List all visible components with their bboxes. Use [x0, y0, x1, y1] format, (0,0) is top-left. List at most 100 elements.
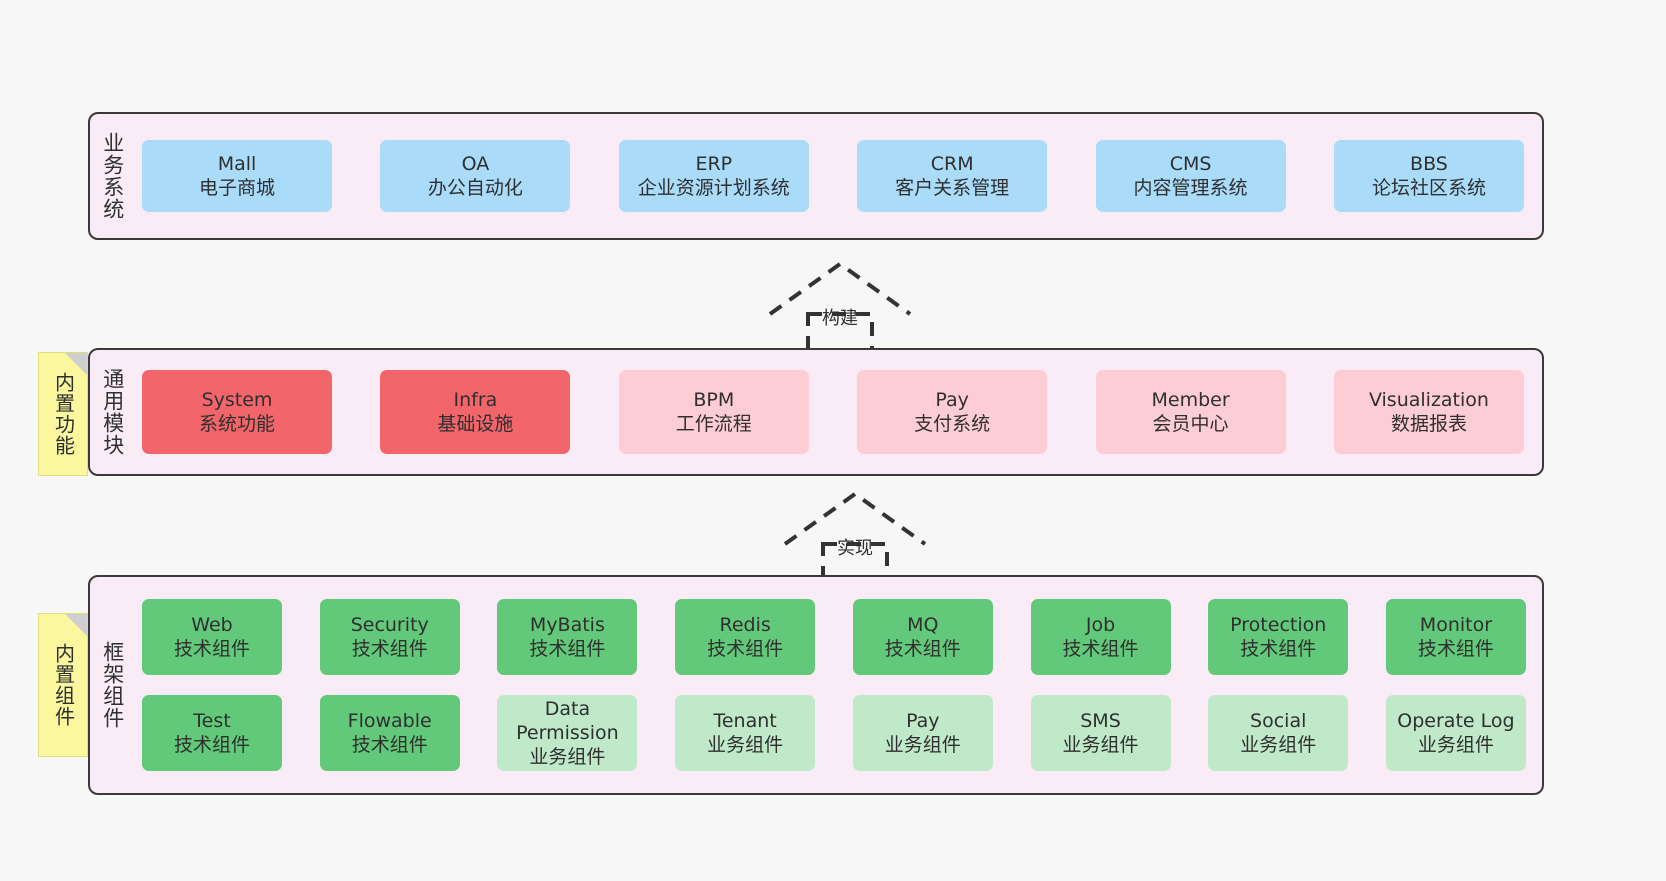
card-flowable-cn: 技术组件 — [351, 734, 428, 756]
card-infra[interactable]: Infra 基础设施 — [380, 370, 571, 454]
card-monitor[interactable]: Monitor 技术组件 — [1385, 599, 1526, 675]
card-operate-log-cn: 业务组件 — [1417, 734, 1494, 756]
card-infra-cn: 基础设施 — [437, 413, 514, 435]
card-pay-component[interactable]: Pay 业务组件 — [852, 695, 993, 771]
builtin-component-note: 内置组件 — [38, 613, 88, 757]
card-bbs-en: BBS — [1410, 152, 1448, 175]
card-pay-module-en: Pay — [935, 388, 969, 411]
card-mq[interactable]: MQ 技术组件 — [852, 599, 993, 675]
card-mall-en: Mall — [217, 152, 257, 175]
card-oa-cn: 办公自动化 — [427, 177, 523, 199]
builtin-function-note: 内置功能 — [38, 352, 88, 476]
card-redis-en: Redis — [719, 613, 771, 636]
card-cms-cn: 内容管理系统 — [1133, 177, 1248, 199]
card-mybatis-en: MyBatis — [529, 613, 605, 636]
card-job[interactable]: Job 技术组件 — [1030, 599, 1171, 675]
card-tenant[interactable]: Tenant 业务组件 — [675, 695, 816, 771]
card-sms[interactable]: SMS 业务组件 — [1030, 695, 1171, 771]
card-crm-en: CRM — [930, 152, 974, 175]
card-security-en: Security — [350, 613, 429, 636]
card-social-cn: 业务组件 — [1240, 734, 1317, 756]
card-sms-cn: 业务组件 — [1062, 734, 1139, 756]
layer-body-business: Mall 电子商城 OA 办公自动化 ERP 企业资源计划系统 CRM 客户关系… — [134, 114, 1542, 238]
card-visualization-en: Visualization — [1368, 388, 1489, 411]
note-fold-corner-icon — [65, 353, 87, 375]
realize-arrow: 实现 — [775, 488, 935, 584]
card-web[interactable]: Web 技术组件 — [142, 599, 282, 675]
card-tenant-cn: 业务组件 — [707, 734, 784, 756]
card-bbs[interactable]: BBS 论坛社区系统 — [1333, 140, 1524, 212]
framework-row-business: Test 技术组件 Flowable 技术组件 Data Permission … — [142, 695, 1526, 771]
layer-title-business: 业务系统 — [100, 132, 125, 220]
layer-body-framework: Web 技术组件 Security 技术组件 MyBatis 技术组件 Redi… — [134, 577, 1542, 793]
card-sms-en: SMS — [1080, 709, 1121, 732]
layer-title-common: 通用模块 — [100, 368, 125, 456]
card-social-en: Social — [1250, 709, 1307, 732]
card-data-permission-en: Data Permission — [516, 697, 619, 744]
card-erp-en: ERP — [695, 152, 733, 175]
card-cms-en: CMS — [1169, 152, 1212, 175]
card-protection-cn: 技术组件 — [1240, 638, 1317, 660]
card-system[interactable]: System 系统功能 — [142, 370, 332, 454]
card-job-en: Job — [1085, 613, 1116, 636]
card-test-en: Test — [193, 709, 231, 732]
card-data-permission[interactable]: Data Permission 业务组件 — [497, 695, 638, 771]
build-arrow: 构建 — [760, 258, 920, 354]
framework-row-tech: Web 技术组件 Security 技术组件 MyBatis 技术组件 Redi… — [142, 599, 1526, 675]
card-member-en: Member — [1151, 388, 1230, 411]
card-operate-log-en: Operate Log — [1397, 709, 1515, 732]
card-redis-cn: 技术组件 — [707, 638, 784, 660]
card-crm-cn: 客户关系管理 — [895, 177, 1010, 199]
card-social[interactable]: Social 业务组件 — [1208, 695, 1349, 771]
card-mq-en: MQ — [907, 613, 939, 636]
card-bpm-cn: 工作流程 — [675, 413, 752, 435]
card-protection-en: Protection — [1230, 613, 1327, 636]
layer-title-framework: 框架组件 — [100, 641, 125, 729]
layer-framework-component: 框架组件 Web 技术组件 Security 技术组件 MyBatis 技术组件 — [88, 575, 1544, 795]
card-pay-component-en: Pay — [906, 709, 940, 732]
card-web-en: Web — [191, 613, 233, 636]
card-data-permission-cn: 业务组件 — [529, 746, 606, 769]
card-monitor-cn: 技术组件 — [1417, 638, 1494, 660]
layer-common-module: 通用模块 System 系统功能 Infra 基础设施 BPM 工作流程 Pay… — [88, 348, 1544, 476]
card-test[interactable]: Test 技术组件 — [142, 695, 282, 771]
card-protection[interactable]: Protection 技术组件 — [1208, 599, 1349, 675]
card-system-cn: 系统功能 — [198, 413, 275, 435]
card-mall-cn: 电子商城 — [198, 177, 275, 199]
card-system-en: System — [201, 388, 273, 411]
card-oa[interactable]: OA 办公自动化 — [380, 140, 571, 212]
card-bpm[interactable]: BPM 工作流程 — [618, 370, 809, 454]
card-infra-en: Infra — [453, 388, 498, 411]
builtin-function-note-text: 内置功能 — [51, 372, 76, 456]
card-visualization-cn: 数据报表 — [1390, 413, 1467, 435]
card-flowable[interactable]: Flowable 技术组件 — [319, 695, 460, 771]
card-member[interactable]: Member 会员中心 — [1095, 370, 1286, 454]
card-oa-en: OA — [461, 152, 490, 175]
card-flowable-en: Flowable — [347, 709, 432, 732]
card-erp[interactable]: ERP 企业资源计划系统 — [618, 140, 809, 212]
card-pay-component-cn: 业务组件 — [884, 734, 961, 756]
card-mq-cn: 技术组件 — [884, 638, 961, 660]
card-visualization[interactable]: Visualization 数据报表 — [1333, 370, 1524, 454]
card-mall[interactable]: Mall 电子商城 — [142, 140, 332, 212]
note-fold-corner-icon — [65, 614, 87, 636]
card-operate-log[interactable]: Operate Log 业务组件 — [1385, 695, 1526, 771]
card-security-cn: 技术组件 — [351, 638, 428, 660]
realize-arrow-label: 实现 — [837, 538, 873, 559]
card-pay-module[interactable]: Pay 支付系统 — [857, 370, 1048, 454]
card-redis[interactable]: Redis 技术组件 — [675, 599, 816, 675]
card-bbs-cn: 论坛社区系统 — [1371, 177, 1486, 199]
card-security[interactable]: Security 技术组件 — [319, 599, 460, 675]
build-arrow-label: 构建 — [822, 308, 858, 329]
card-pay-module-cn: 支付系统 — [914, 413, 991, 435]
framework-rows: Web 技术组件 Security 技术组件 MyBatis 技术组件 Redi… — [142, 599, 1526, 771]
builtin-component-note-text: 内置组件 — [51, 643, 76, 727]
layer-body-common: System 系统功能 Infra 基础设施 BPM 工作流程 Pay 支付系统… — [134, 350, 1542, 474]
card-mybatis-cn: 技术组件 — [529, 638, 606, 660]
card-member-cn: 会员中心 — [1152, 413, 1229, 435]
card-crm[interactable]: CRM 客户关系管理 — [857, 140, 1048, 212]
card-mybatis[interactable]: MyBatis 技术组件 — [497, 599, 638, 675]
card-cms[interactable]: CMS 内容管理系统 — [1095, 140, 1286, 212]
card-tenant-en: Tenant — [713, 709, 777, 732]
